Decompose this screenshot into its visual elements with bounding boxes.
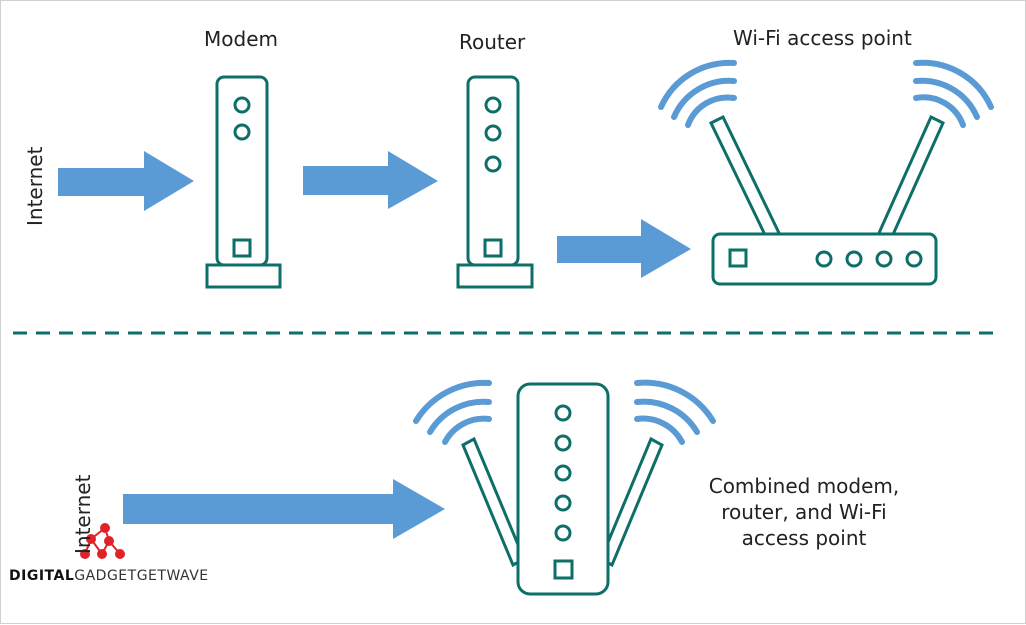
wifi-waves-top-left [658, 59, 737, 128]
router-device [456, 75, 534, 289]
internet-label-top: Internet [23, 146, 47, 226]
router-label: Router [459, 30, 526, 54]
arrow-modem-to-router [303, 151, 438, 209]
wifi-waves-top-right [913, 59, 994, 128]
modem-device [205, 75, 282, 289]
watermark-bold-text: DIGITAL [9, 568, 75, 584]
combined-label-line-1: Combined modem, [708, 474, 900, 498]
modem-label: Modem [204, 27, 278, 51]
watermark-logo-icon [80, 523, 125, 559]
wifi-access-point-label: Wi-Fi access point [733, 26, 912, 50]
arrow-router-to-wifi [557, 219, 691, 278]
combined-device-label: Combined modem, router, and Wi-Fi access… [691, 473, 917, 551]
wifi-access-point-device [709, 114, 945, 286]
internet-label-bottom: Internet [71, 474, 95, 554]
arrow-internet-to-combined [123, 479, 445, 539]
combined-waves-right [634, 379, 716, 445]
combined-label-line-3: access point [741, 526, 867, 550]
watermark-text: DIGITALGADGETGETWAVE [9, 568, 209, 584]
arrow-internet-to-modem [58, 151, 194, 211]
combined-waves-left [413, 379, 492, 445]
watermark-light-text: GADGETGETWAVE [74, 568, 209, 584]
combined-device [461, 382, 664, 596]
combined-label-line-2: router, and Wi-Fi [721, 500, 887, 524]
